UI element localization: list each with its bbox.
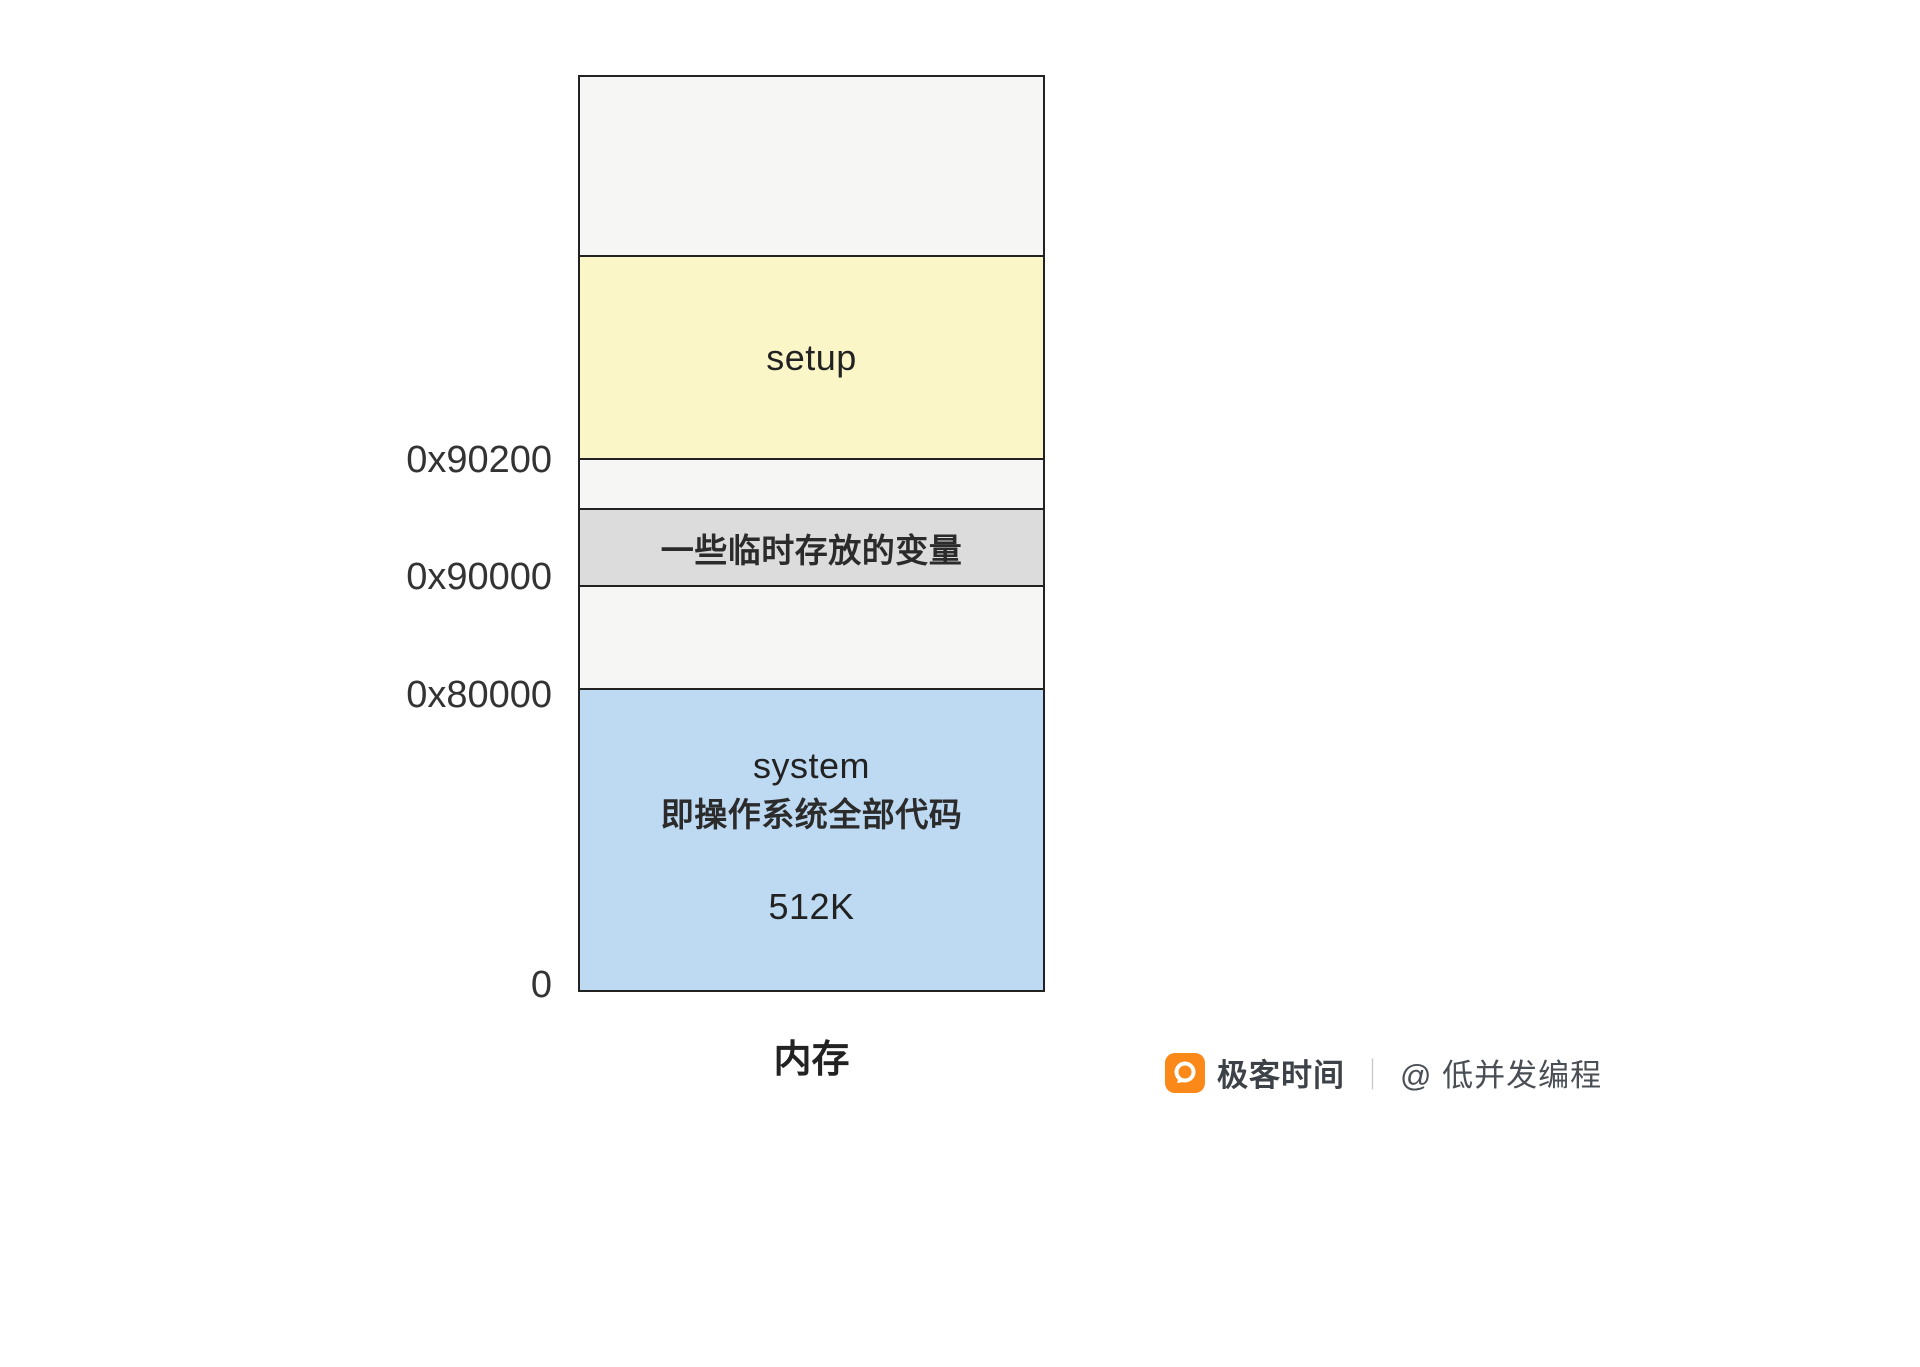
- address-label-0x90000: 0x90000: [406, 556, 552, 598]
- region-system-label: system: [752, 745, 870, 786]
- diagram-caption: 内存: [773, 1039, 850, 1081]
- region-system-description: 即操作系统全部代码: [660, 796, 963, 833]
- address-label-zero: 0: [530, 964, 552, 1006]
- region-setup: setup: [580, 257, 1043, 460]
- region-gap-upper: [580, 460, 1043, 510]
- memory-diagram: setup 一些临时存放的变量 system 即操作系统全部代码 512K: [578, 75, 1045, 992]
- region-temp-vars-label: 一些临时存放的变量: [660, 531, 963, 569]
- address-label-0x90200: 0x90200: [406, 439, 552, 481]
- region-free-top: [580, 77, 1043, 257]
- region-temp-vars: 一些临时存放的变量: [580, 510, 1043, 587]
- footer-brand: 极客时间 ｜ @ 低并发编程: [1165, 1050, 1602, 1095]
- geektime-logo-icon: [1165, 1052, 1205, 1093]
- brand-attribution: @ 低并发编程: [1400, 1058, 1603, 1093]
- brand-divider: ｜: [1357, 1058, 1388, 1093]
- brand-name: 极客时间: [1217, 1058, 1345, 1093]
- region-system-size: 512K: [768, 886, 855, 927]
- region-setup-label: setup: [766, 336, 857, 378]
- region-gap-lower: [580, 587, 1043, 690]
- region-system: system 即操作系统全部代码 512K: [580, 690, 1043, 990]
- address-label-0x80000: 0x80000: [406, 674, 552, 716]
